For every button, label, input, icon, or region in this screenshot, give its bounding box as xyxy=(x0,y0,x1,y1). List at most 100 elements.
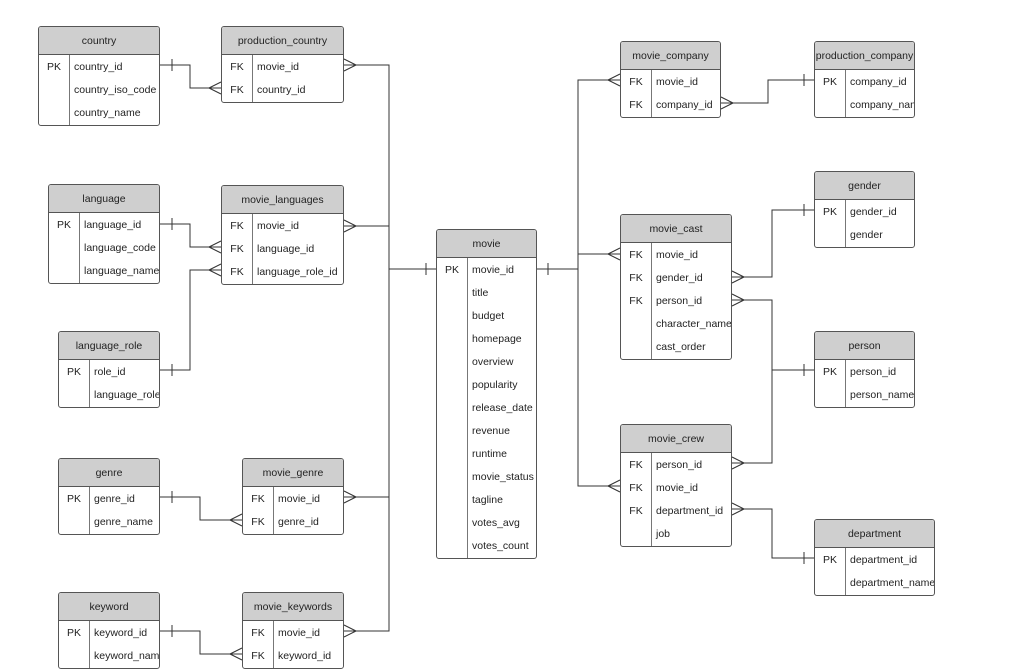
link-language-movie-languages xyxy=(160,223,221,248)
attribute-cell: movie_id xyxy=(278,627,321,639)
link-movie-movie-crew xyxy=(577,269,620,487)
key-cell xyxy=(621,313,651,336)
attribute-cell: gender_id xyxy=(656,272,703,284)
attribute-cell: department_id xyxy=(850,554,918,566)
link-movie-movie-company-marker xyxy=(547,73,621,275)
key-column: FK FK xyxy=(243,621,274,668)
key-cell xyxy=(49,260,79,283)
key-cell: FK xyxy=(629,99,643,111)
key-cell xyxy=(39,102,69,125)
attribute-column: genre_id genre_name xyxy=(90,487,159,534)
entity-columns: PK country_id country_iso_code country_name xyxy=(39,55,159,125)
key-cell xyxy=(437,282,467,305)
attribute-cell: homepage xyxy=(472,333,522,345)
attribute-cell: country_name xyxy=(74,107,141,119)
attribute-cell: genre_name xyxy=(94,516,153,528)
attribute-cell: country_iso_code xyxy=(74,84,157,96)
key-cell xyxy=(59,511,89,534)
attribute-cell: language_role xyxy=(94,389,160,401)
entity-title: production_company xyxy=(815,42,914,70)
link-movie-movie-genre-marker xyxy=(343,490,357,504)
key-cell: PK xyxy=(822,206,837,218)
attribute-cell: person_name xyxy=(850,389,915,401)
key-cell xyxy=(621,336,651,359)
link-person-movie-crew-marker xyxy=(731,456,745,470)
entity-title: movie_genre xyxy=(243,459,343,487)
attribute-cell: genre_id xyxy=(94,493,135,505)
key-column: PK xyxy=(59,360,90,407)
key-column: PK xyxy=(59,621,90,668)
key-cell xyxy=(437,328,467,351)
attribute-cell: role_id xyxy=(94,366,126,378)
attribute-cell: overview xyxy=(472,356,514,368)
attribute-cell: tagline xyxy=(472,494,503,506)
attribute-cell: votes_count xyxy=(472,540,529,552)
key-column: PK xyxy=(815,200,846,247)
attribute-cell: runtime xyxy=(472,448,508,460)
key-cell: FK xyxy=(629,505,643,517)
attribute-cell: department_id xyxy=(656,505,724,517)
attribute-cell: movie_status xyxy=(472,471,534,483)
key-cell xyxy=(815,572,845,595)
key-cell xyxy=(437,489,467,512)
attribute-cell: movie_id xyxy=(472,264,515,276)
link-genre-movie-genre xyxy=(160,496,242,521)
key-cell: PK xyxy=(66,493,81,505)
attribute-cell: country_id xyxy=(74,61,123,73)
key-cell xyxy=(39,79,69,102)
key-cell: FK xyxy=(629,249,643,261)
link-keyword-movie-keywords xyxy=(160,630,242,655)
attribute-cell: company_name xyxy=(850,99,914,111)
key-cell: FK xyxy=(629,272,643,284)
key-cell: FK xyxy=(230,243,244,255)
link-person-movie-crew xyxy=(732,370,773,464)
attribute-cell: budget xyxy=(472,310,505,322)
attribute-cell: movie_id xyxy=(656,482,699,494)
entity-title: gender xyxy=(815,172,914,200)
link-language-movie-languages-marker xyxy=(171,218,222,254)
link-keyword-movie-keywords-marker xyxy=(171,625,243,661)
entity-title: movie_languages xyxy=(222,186,343,214)
link-movie-production-country xyxy=(344,64,436,270)
link-gender-movie-cast-marker xyxy=(731,204,805,284)
attribute-cell: keyword_id xyxy=(278,650,332,662)
key-column: PK xyxy=(39,55,70,125)
entity-columns: PK role_id language_role xyxy=(59,360,159,407)
attribute-cell: person_id xyxy=(656,295,703,307)
key-cell: FK xyxy=(251,650,265,662)
key-cell: FK xyxy=(251,627,265,639)
attribute-cell: cast_order xyxy=(656,341,706,353)
key-cell xyxy=(815,384,845,407)
link-movie-movie-cast xyxy=(577,253,620,269)
attribute-cell: movie_id xyxy=(257,220,300,232)
key-cell: PK xyxy=(444,264,459,276)
entity-title: movie_company xyxy=(621,42,720,70)
key-cell xyxy=(437,305,467,328)
entity-title: language xyxy=(49,185,159,213)
link-person-movie-cast-marker xyxy=(731,293,805,376)
key-cell xyxy=(437,351,467,374)
entity-title: keyword xyxy=(59,593,159,621)
key-cell: FK xyxy=(629,482,643,494)
entity-columns: FK FK movie_id keyword_id xyxy=(243,621,343,668)
